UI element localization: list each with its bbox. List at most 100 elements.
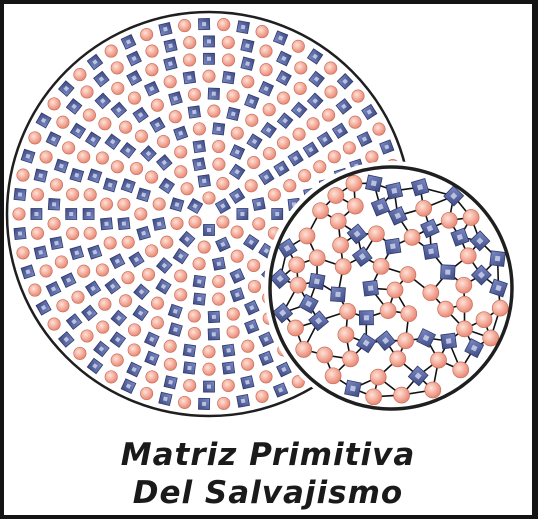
circle-particle [293, 128, 305, 140]
circle-particle [151, 317, 163, 329]
circle-particle [292, 40, 304, 52]
circle-particle [193, 123, 205, 135]
square-particle [193, 275, 205, 287]
circle-particle [203, 70, 215, 82]
circle-particle [48, 218, 60, 230]
circle-particle [157, 135, 169, 147]
circle-particle [104, 237, 116, 249]
circle-particle [256, 25, 268, 37]
circle-particle [352, 90, 364, 102]
square-particle [34, 169, 47, 182]
circle-particle [140, 28, 152, 40]
circle-particle [189, 216, 201, 228]
circle-particle [203, 363, 215, 375]
random-network-disc [264, 161, 518, 415]
circle-particle [416, 200, 432, 216]
circle-particle [492, 300, 508, 316]
circle-particle [99, 298, 111, 310]
circle-particle [256, 390, 268, 402]
circle-particle [171, 217, 183, 229]
square-particle [423, 243, 439, 259]
circle-particle [299, 228, 315, 244]
circle-particle [404, 229, 420, 245]
square-particle [272, 209, 283, 220]
square-particle [331, 287, 346, 302]
circle-particle [96, 264, 108, 276]
square-particle [198, 398, 209, 409]
square-particle [183, 362, 195, 374]
square-particle [241, 376, 254, 389]
caption-line-1: Matriz Primitiva [4, 436, 532, 474]
circle-particle [188, 310, 200, 322]
square-particle [237, 209, 248, 220]
square-particle [213, 123, 225, 135]
square-particle [237, 395, 250, 408]
circle-particle [105, 45, 117, 57]
circle-particle [222, 379, 234, 391]
circle-particle [401, 306, 417, 322]
circle-particle [218, 397, 230, 409]
circle-particle [175, 270, 187, 282]
circle-particle [333, 237, 349, 253]
square-particle [83, 209, 94, 220]
circle-particle [212, 293, 224, 305]
circle-particle [425, 382, 441, 398]
circle-particle [175, 166, 187, 178]
circle-particle [81, 330, 93, 342]
circle-particle [460, 248, 476, 264]
square-particle [440, 265, 455, 280]
circle-particle [13, 208, 25, 220]
square-particle [359, 311, 373, 325]
circle-particle [198, 241, 210, 253]
circle-particle [164, 340, 176, 352]
circle-particle [325, 86, 337, 98]
circle-particle [400, 267, 416, 283]
circle-particle [111, 161, 123, 173]
circle-particle [213, 140, 225, 152]
square-particle [193, 293, 205, 305]
circle-particle [335, 259, 351, 275]
circle-particle [184, 36, 196, 48]
circle-particle [423, 285, 439, 301]
square-particle [208, 311, 220, 323]
circle-particle [245, 180, 257, 192]
circle-particle [213, 275, 225, 287]
circle-particle [343, 351, 359, 367]
circle-particle [483, 330, 499, 346]
circle-particle [227, 326, 239, 338]
square-particle [100, 218, 112, 230]
square-particle [14, 188, 26, 200]
circle-particle [105, 371, 117, 383]
square-particle [198, 175, 210, 187]
circle-particle [151, 99, 163, 111]
circle-particle [248, 280, 260, 292]
circle-particle [457, 296, 473, 312]
square-particle [309, 273, 325, 289]
circle-particle [246, 114, 258, 126]
square-particle [66, 209, 77, 220]
circle-particle [151, 297, 163, 309]
square-particle [204, 381, 215, 392]
circle-particle [380, 303, 396, 319]
circle-particle [398, 333, 414, 349]
circle-particle [373, 258, 389, 274]
circle-particle [142, 268, 154, 280]
circle-particle [96, 152, 108, 164]
square-particle [222, 71, 234, 83]
circle-particle [366, 151, 378, 163]
square-particle [14, 227, 26, 239]
square-particle [241, 57, 254, 70]
square-particle [164, 376, 177, 389]
circle-particle [66, 188, 78, 200]
circle-particle [83, 109, 95, 121]
circle-particle [188, 88, 200, 100]
square-particle [48, 198, 60, 210]
circle-particle [118, 198, 130, 210]
square-particle [365, 175, 382, 192]
circle-particle [84, 227, 96, 239]
circle-particle [387, 282, 403, 298]
square-particle [31, 209, 42, 220]
circle-particle [263, 147, 275, 159]
circle-particle [40, 265, 52, 277]
circle-particle [122, 236, 134, 248]
